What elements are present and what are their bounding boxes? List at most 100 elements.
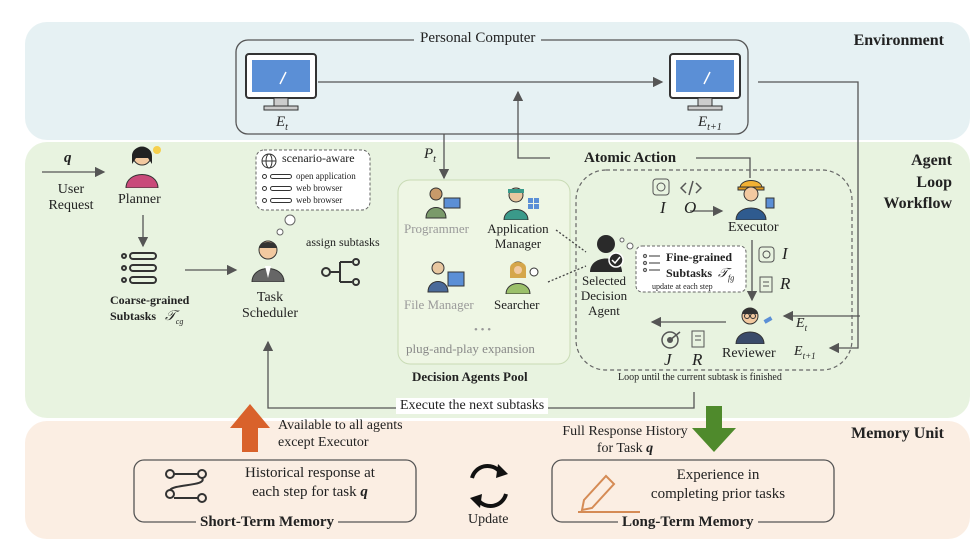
personal-computer-label: Personal Computer (414, 30, 542, 48)
executor-to-atomic-line (696, 157, 751, 178)
agent-file-manager: File Manager (404, 297, 474, 312)
coarse-grained-label: Coarse-grained Subtasks 𝒯cg (110, 292, 200, 328)
task-scheduler-label: Task Scheduler (234, 290, 306, 322)
memory-unit-title: Memory Unit (851, 425, 944, 442)
coarse-line1: Coarse-grained (110, 293, 190, 307)
scheduler-bubble-list: open application web browser web browser (262, 170, 356, 206)
assign-branch-icon (321, 258, 360, 286)
full-history-line1: Full Response History (562, 424, 688, 439)
reviewer-label: Reviewer (722, 346, 776, 361)
loop-note-label: Loop until the current subtask is finish… (618, 372, 782, 383)
environment-title: Environment (853, 32, 944, 49)
tcg-label: 𝒯cg (165, 309, 184, 326)
exec-github-icon (758, 246, 776, 264)
atomic-loop-box (575, 169, 853, 371)
full-history-label: Full Response History for Task q (554, 424, 696, 458)
agent-application-manager: Application Manager (476, 221, 560, 252)
screen-et-label: Et (276, 114, 288, 133)
monitor-icon-left (244, 52, 318, 112)
globe-icon (260, 152, 278, 170)
app-manager-line1: Application (487, 221, 549, 236)
agent-loop-title-line1: Agent (911, 152, 952, 169)
task-scheduler-line2: Scheduler (242, 306, 298, 322)
github-icon (652, 178, 672, 198)
long-text-line1: Experience in (676, 467, 760, 483)
short-term-memory-title: Short-Term Memory (196, 514, 338, 532)
full-history-line2: for Task (596, 440, 643, 456)
agent-loop-title-line3: Workflow (883, 195, 952, 213)
rev-j-label: J (664, 350, 672, 369)
agent-programmer: Programmer (404, 221, 469, 236)
assign-subtasks-label: assign subtasks (306, 235, 380, 249)
workflow-icon (165, 469, 207, 503)
programmer-icon (424, 186, 462, 220)
execute-next-label: Execute the next subtasks (396, 398, 549, 415)
planner-label: Planner (118, 192, 161, 207)
pool-box (397, 179, 571, 365)
executor-label: Executor (728, 220, 779, 235)
fine-line1: Fine-grained (666, 250, 732, 264)
long-text-line2: completing prior tasks (650, 485, 786, 502)
monitor-icon-right (668, 52, 742, 112)
scheduler-avatar-icon (250, 238, 290, 283)
long-term-text: Experience in completing prior tasks (630, 466, 806, 504)
short-term-text: Historical response at each step for tas… (220, 464, 400, 502)
pencil-icon (578, 474, 640, 513)
agent-searcher: Searcher (494, 297, 540, 312)
atomic-action-title: Atomic Action (584, 150, 677, 166)
io-i-label: I (660, 198, 666, 217)
available-line2: except Executor (278, 434, 369, 450)
target-icon (660, 330, 682, 350)
bubble-item-2: web browser (296, 183, 343, 193)
reviewer-avatar-icon (734, 304, 774, 345)
review-doc-icon (690, 330, 708, 350)
fine-line2: Subtasks (666, 266, 713, 280)
env-et-line (758, 81, 859, 354)
decision-agents-pool-title: Decision Agents Pool (412, 369, 528, 384)
bubble-item-1: open application (296, 171, 356, 181)
app-manager-line2: Manager (494, 235, 542, 251)
agent-loop-title-line2: Loop (916, 173, 952, 191)
user-request-line1: User (57, 182, 85, 197)
file-manager-icon (426, 260, 466, 294)
user-request-label: User Request (38, 182, 104, 214)
long-term-memory-title: Long-Term Memory (618, 514, 758, 532)
short-text-line2: each step for task (252, 483, 357, 500)
fine-grained-label: Fine-grained Subtasks 𝒯fg (666, 250, 734, 284)
atomic-action-arrow (512, 90, 550, 159)
bubble-item-3: web browser (296, 195, 343, 205)
available-line1: Available to all agents (278, 418, 403, 433)
et-label: Et (796, 316, 808, 333)
exec-doc-icon (758, 276, 776, 294)
task-scheduler-line1: Task (256, 290, 284, 305)
code-icon (679, 178, 703, 198)
io-o-label: O (684, 198, 697, 217)
update-label: Update (468, 512, 509, 527)
searcher-icon (504, 260, 544, 295)
full-history-q: q (646, 440, 654, 456)
scenario-aware-label: scenario-aware (282, 151, 355, 165)
fine-grained-list-icon (642, 252, 662, 274)
coarse-line2: Subtasks (110, 309, 157, 324)
available-label: Available to all agents except Executor (278, 418, 403, 452)
pt-label: Pt (424, 146, 436, 165)
memory-band (25, 421, 970, 539)
q-label: q (64, 150, 72, 166)
exec-i-label: I (782, 244, 788, 263)
application-manager-icon (502, 186, 540, 221)
et1-label: Et+1 (794, 344, 816, 361)
selected-line1: Selected (581, 273, 627, 288)
screen-et1-label: Et+1 (698, 114, 722, 133)
exec-r-label: R (780, 274, 791, 293)
list-icon (120, 250, 160, 286)
fine-grained-box (635, 245, 747, 293)
short-q: q (360, 483, 368, 500)
user-request-line2: Request (48, 198, 94, 214)
update-each-step-label: update at each step (652, 282, 713, 291)
selected-decision-agent-label: Selected Decision Agent (572, 273, 636, 319)
tfg-label: 𝒯fg (718, 265, 735, 283)
selected-line2: Decision (580, 287, 628, 303)
scheduler-bubble-box (255, 149, 371, 211)
planner-avatar-icon (124, 144, 164, 189)
selected-agent-icon (588, 232, 628, 272)
